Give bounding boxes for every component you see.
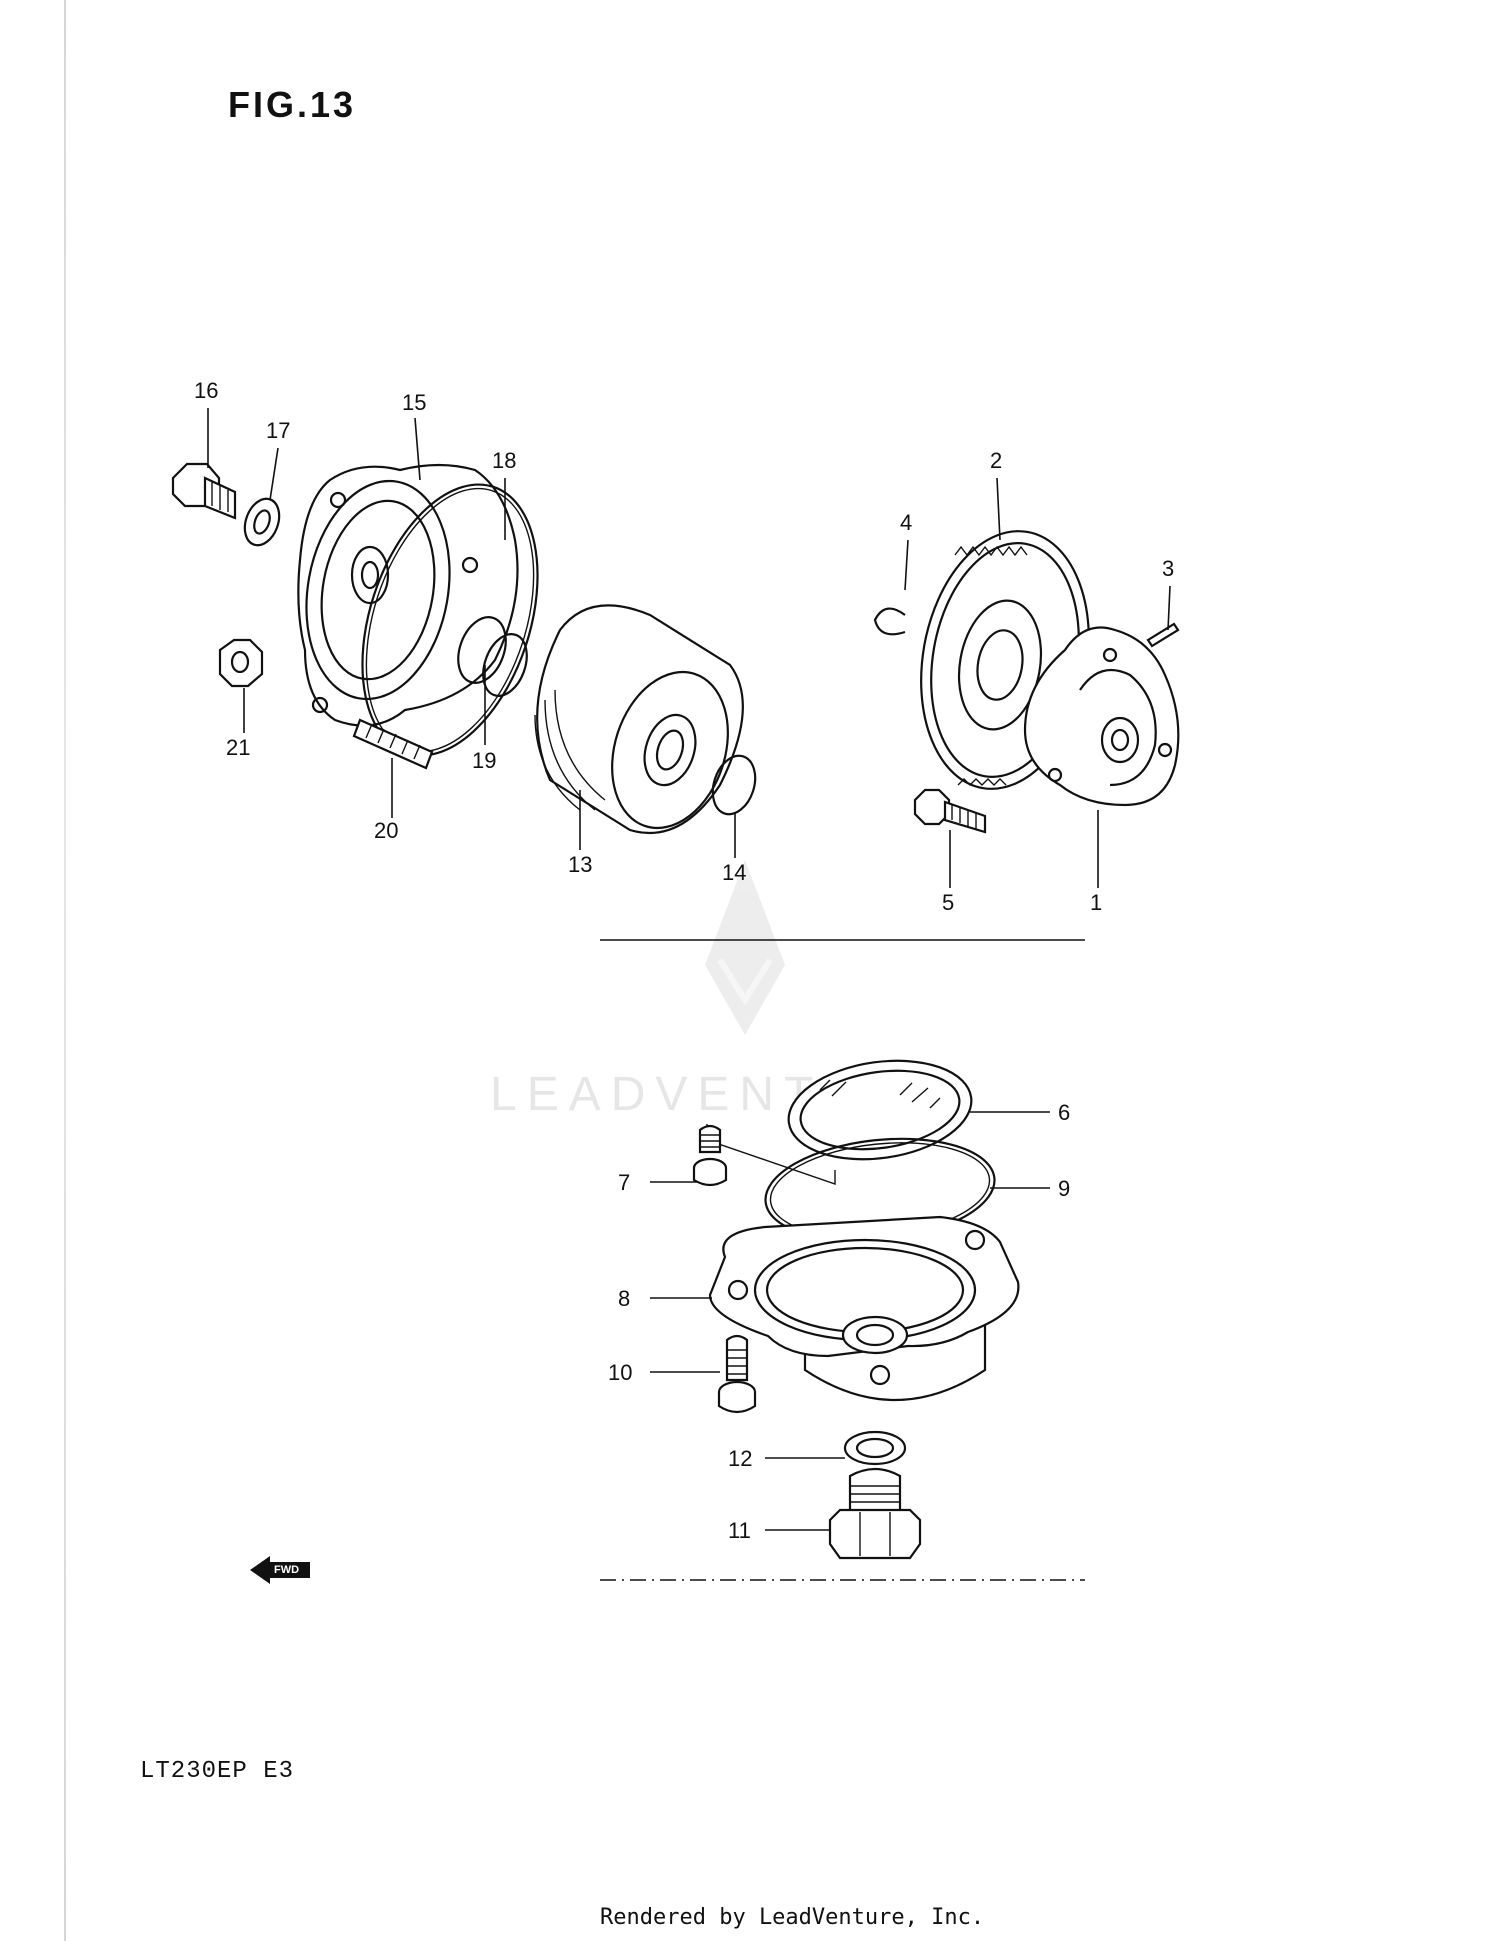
part-10-bolt [717, 1334, 757, 1414]
callout-5: 5 [942, 890, 954, 915]
callout-15: 15 [402, 390, 426, 415]
model-code: LT230EP E3 [140, 1758, 295, 1785]
callout-9: 9 [1058, 1176, 1070, 1201]
scan-edge-line [64, 0, 66, 1941]
part-3-pin [1146, 622, 1180, 648]
leader-lines [207, 408, 1171, 1531]
part-14-o-ring [711, 754, 757, 816]
callout-3: 3 [1162, 556, 1174, 581]
part-17-washer [243, 497, 281, 547]
part-1-pump-body [1023, 626, 1180, 807]
callout-18: 18 [492, 448, 516, 473]
callout-14: 14 [722, 860, 746, 885]
part-13-oil-filter [534, 604, 744, 835]
callout-10: 10 [608, 1360, 632, 1385]
callout-20: 20 [374, 818, 398, 843]
callout-6: 6 [1058, 1100, 1070, 1125]
callout-12: 12 [728, 1446, 752, 1471]
callout-21: 21 [226, 735, 250, 760]
callout-19: 19 [472, 748, 496, 773]
part-21-nut [218, 638, 264, 688]
callout-4: 4 [900, 510, 912, 535]
part-19-o-ring-small [457, 616, 528, 697]
part-7-screw [692, 1124, 728, 1187]
callout-7: 7 [618, 1170, 630, 1195]
part-16-bolt [171, 462, 237, 520]
callout-1: 1 [1090, 890, 1102, 915]
part-8-strainer-cap [708, 1215, 1020, 1401]
part-20-stud [352, 718, 434, 770]
figure-title: FIG.13 [228, 84, 357, 125]
part-5-bolt [913, 788, 987, 834]
part-12-washer [843, 1430, 907, 1466]
fwd-direction-arrow: FWD [250, 1556, 310, 1584]
svg-text:FWD: FWD [274, 1564, 299, 1576]
callout-labels: 1 2 3 4 5 6 7 8 9 10 11 12 13 14 15 16 1… [194, 378, 1174, 1543]
callout-8: 8 [618, 1286, 630, 1311]
footer-credit: Rendered by LeadVenture, Inc. [600, 1905, 985, 1930]
callout-16: 16 [194, 378, 218, 403]
callout-13: 13 [568, 852, 592, 877]
callout-17: 17 [266, 418, 290, 443]
part-11-drain-plug [828, 1467, 922, 1560]
part-6-gasket [787, 1059, 973, 1161]
part-4-clip [873, 607, 906, 636]
callout-11: 11 [728, 1518, 751, 1543]
part-15-filter-cap [297, 463, 519, 727]
callout-2: 2 [990, 448, 1002, 473]
